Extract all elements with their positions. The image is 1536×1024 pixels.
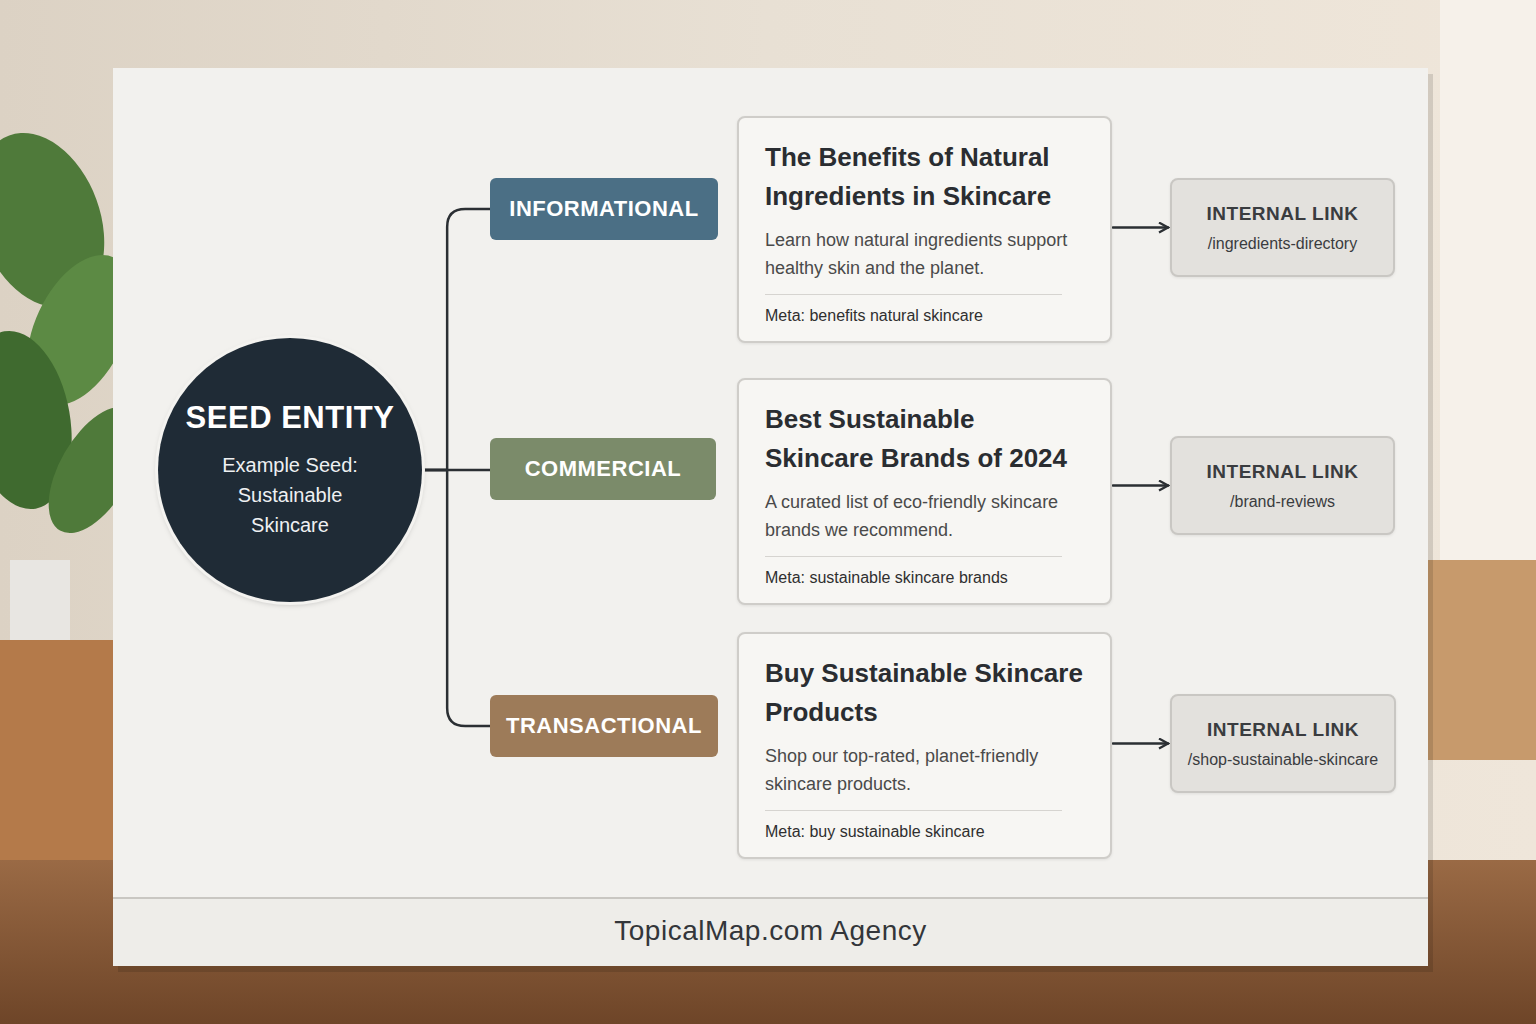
content-card: Buy Sustainable Skincare ProductsShop ou… bbox=[737, 632, 1112, 859]
card-title: Buy Sustainable Skincare Products bbox=[765, 654, 1084, 732]
footer-rule bbox=[113, 897, 1428, 899]
card-title: The Benefits of Natural Ingredients in S… bbox=[765, 138, 1084, 216]
link-path: /brand-reviews bbox=[1230, 493, 1335, 511]
intent-pill: INFORMATIONAL bbox=[490, 178, 718, 240]
card-meta: Meta: sustainable skincare brands bbox=[765, 556, 1062, 587]
window-sill bbox=[1428, 560, 1536, 760]
arrow-connector bbox=[1113, 484, 1168, 487]
footer-label: TopicalMap.com Agency bbox=[113, 900, 1428, 962]
content-card: The Benefits of Natural Ingredients in S… bbox=[737, 116, 1112, 343]
branch-connector bbox=[422, 209, 490, 470]
intent-label: COMMERCIAL bbox=[525, 456, 682, 482]
footer-strip bbox=[113, 898, 1428, 966]
card-body: Shop our top-rated, planet-friendly skin… bbox=[765, 742, 1084, 798]
board bbox=[113, 68, 1428, 966]
link-path: /ingredients-directory bbox=[1208, 235, 1357, 253]
internal-link-box: INTERNAL LINK/shop-sustainable-skincare bbox=[1170, 694, 1396, 793]
seed-title: SEED ENTITY bbox=[186, 400, 395, 436]
branch-connector bbox=[422, 470, 490, 726]
arrow-connector bbox=[1113, 742, 1168, 745]
arrow-connector bbox=[1113, 226, 1168, 229]
internal-link-box: INTERNAL LINK/brand-reviews bbox=[1170, 436, 1395, 535]
card-body: Learn how natural ingredients support he… bbox=[765, 226, 1084, 282]
seed-circle: SEED ENTITY Example Seed: Sustainable Ski… bbox=[158, 338, 422, 602]
card-meta: Meta: benefits natural skincare bbox=[765, 294, 1062, 325]
internal-link-box: INTERNAL LINK/ingredients-directory bbox=[1170, 178, 1395, 277]
card-meta: Meta: buy sustainable skincare bbox=[765, 810, 1062, 841]
link-heading: INTERNAL LINK bbox=[1207, 203, 1359, 225]
link-heading: INTERNAL LINK bbox=[1207, 461, 1359, 483]
link-path: /shop-sustainable-skincare bbox=[1188, 751, 1378, 769]
link-heading: INTERNAL LINK bbox=[1207, 719, 1359, 741]
content-card: Best Sustainable Skincare Brands of 2024… bbox=[737, 378, 1112, 605]
card-body: A curated list of eco-friendly skincare … bbox=[765, 488, 1084, 544]
card-title: Best Sustainable Skincare Brands of 2024 bbox=[765, 400, 1084, 478]
side-shelf bbox=[0, 640, 130, 870]
intent-label: TRANSACTIONAL bbox=[506, 713, 702, 739]
seed-subtitle: Example Seed: Sustainable Skincare bbox=[210, 450, 370, 540]
intent-pill: TRANSACTIONAL bbox=[490, 695, 718, 757]
intent-label: INFORMATIONAL bbox=[509, 196, 698, 222]
intent-pill: COMMERCIAL bbox=[490, 438, 716, 500]
